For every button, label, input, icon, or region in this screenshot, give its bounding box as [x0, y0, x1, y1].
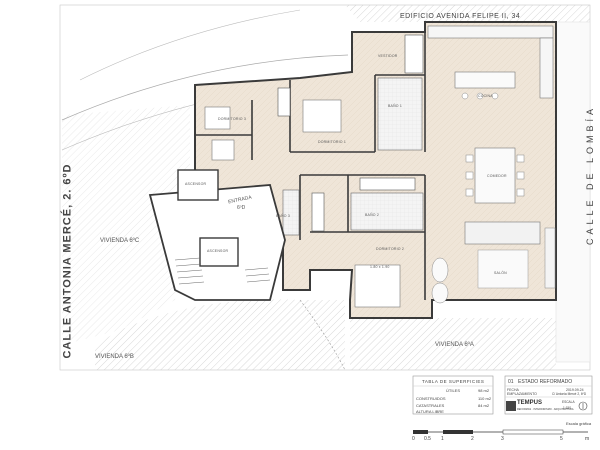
kitchen-counter-side [539, 37, 554, 99]
dining-table [474, 147, 516, 204]
brand-logo [506, 401, 516, 411]
stair-treads [174, 257, 271, 285]
scale-tick: 1 [441, 436, 444, 442]
bed-size-label: 1.80 x 1.90 [370, 265, 390, 269]
surfaces-row-label: CONSTRUIDOS [416, 396, 446, 401]
surfaces-row-value: 84 m2 [478, 403, 490, 408]
room-bano-2: BAÑO 2 [365, 213, 380, 217]
bed-dormitorio-3 [204, 106, 231, 130]
neighbor-6c-label: VIVIENDA 6ºC [100, 238, 140, 244]
entrance-unit-label: 6ºD [237, 205, 246, 211]
north-arrow-icon [578, 401, 588, 411]
kitchen-stools [461, 92, 499, 100]
wardrobe-hall [359, 177, 416, 191]
room-salon: SALÓN [494, 271, 507, 275]
fecha-label: FECHA [507, 388, 519, 392]
room-dormitorio-3: DORMITORIO 3 [218, 117, 247, 121]
surfaces-row-label: CATASTRALES [416, 403, 445, 408]
bathroom-1-floor [377, 77, 423, 151]
scale-bar [413, 429, 588, 435]
armchair-right [431, 282, 449, 304]
room-cocina: COCINA [478, 94, 493, 98]
neighbor-top-hatch [345, 5, 590, 22]
bed-dormitorio-3b [211, 139, 235, 161]
wardrobe-d1 [277, 87, 291, 117]
scale-tick: 3 [501, 436, 504, 442]
scale-tick: 2 [471, 436, 474, 442]
interior-walls [195, 32, 426, 300]
street-right-strip [555, 21, 591, 363]
sofa [464, 221, 541, 245]
escala-label: ESCALA [562, 400, 575, 404]
bed-dormitorio-2 [354, 264, 401, 308]
neighbor-6a-hatch [350, 318, 556, 370]
bathroom-2-floor [350, 192, 424, 231]
street-curve-far [79, 9, 301, 81]
room-bano-3: BAÑO 3 [276, 214, 291, 218]
surfaces-row-value: 98 m2 [478, 388, 490, 393]
brand-mark: TEMPUS [517, 400, 543, 406]
elevator-2-label: ASCENSOR [207, 249, 229, 253]
dining-chairs [465, 154, 525, 197]
street-left-label: CALLE ANTONIA MERCÉ, 2. 6ºD [61, 163, 74, 359]
room-dormitorio-1: DORMITORIO 1 [318, 140, 347, 144]
scale-unit: m [585, 436, 590, 442]
elevator-1-label: ASCENSOR [185, 182, 207, 186]
neighbor-6a-label: VIVIENDA 6ºA [435, 342, 474, 348]
surfaces-table-box [412, 375, 494, 415]
sheet-number: 01 [508, 379, 514, 385]
brand-tagline: REFORMAS · INTERIORISMO · ARQUITECTURA [517, 408, 574, 411]
limit-line [299, 299, 346, 371]
title-block-box [504, 375, 593, 415]
room-vestidor: VESTIDOR [378, 54, 398, 58]
neighbor-6c-hatch [62, 105, 190, 345]
surfaces-row-value: 110 m2 [478, 396, 492, 401]
living-rug [477, 249, 529, 289]
wardrobe-d2 [311, 192, 325, 232]
kitchen-island [454, 71, 516, 89]
room-bano-1: BAÑO 1 [388, 104, 403, 108]
armchair-left [431, 257, 449, 283]
escala-value: 1:150 [563, 406, 571, 410]
street-top-label: EDIFICIO AVENIDA FELIPE II, 34 [400, 13, 521, 20]
street-right-label: CALLE DE LOMBÍA [585, 104, 596, 246]
surfaces-title: TABLA DE SUPERFICIES [422, 379, 485, 384]
scale-tick: 0 [412, 436, 415, 442]
kitchen-counter-top [427, 25, 554, 39]
scale-caption: Escala gráfica [566, 421, 592, 426]
scale-tick: 0.5 [424, 436, 431, 442]
elevator-1 [177, 169, 219, 201]
room-dormitorio-2: DORMITORIO 2 [376, 247, 405, 251]
neighbor-6b-hatch [95, 299, 345, 370]
room-comedor: COMEDOR [487, 174, 507, 178]
emplazamiento-value: C/ Antonia Mercé 2, 6ºD [552, 392, 587, 396]
vestidor-shelves [404, 34, 424, 74]
window-right [544, 227, 556, 289]
scale-tick: 5 [560, 436, 563, 442]
fecha-value: 2019.09.24 [566, 388, 584, 392]
street-curve-outer [61, 54, 349, 121]
surfaces-subtitle: ÚTILES [446, 388, 461, 393]
surfaces-row-label: ALTURA LIBRE [416, 409, 444, 414]
neighbor-6b-label: VIVIENDA 6ºB [95, 354, 134, 360]
elevator-2 [199, 237, 239, 267]
bathroom-3-floor [282, 189, 300, 236]
emplazamiento-label: EMPLAZAMIENTO [507, 392, 537, 396]
bed-dormitorio-1 [302, 99, 342, 133]
sheet-title: ESTADO REFORMADO [518, 379, 573, 385]
